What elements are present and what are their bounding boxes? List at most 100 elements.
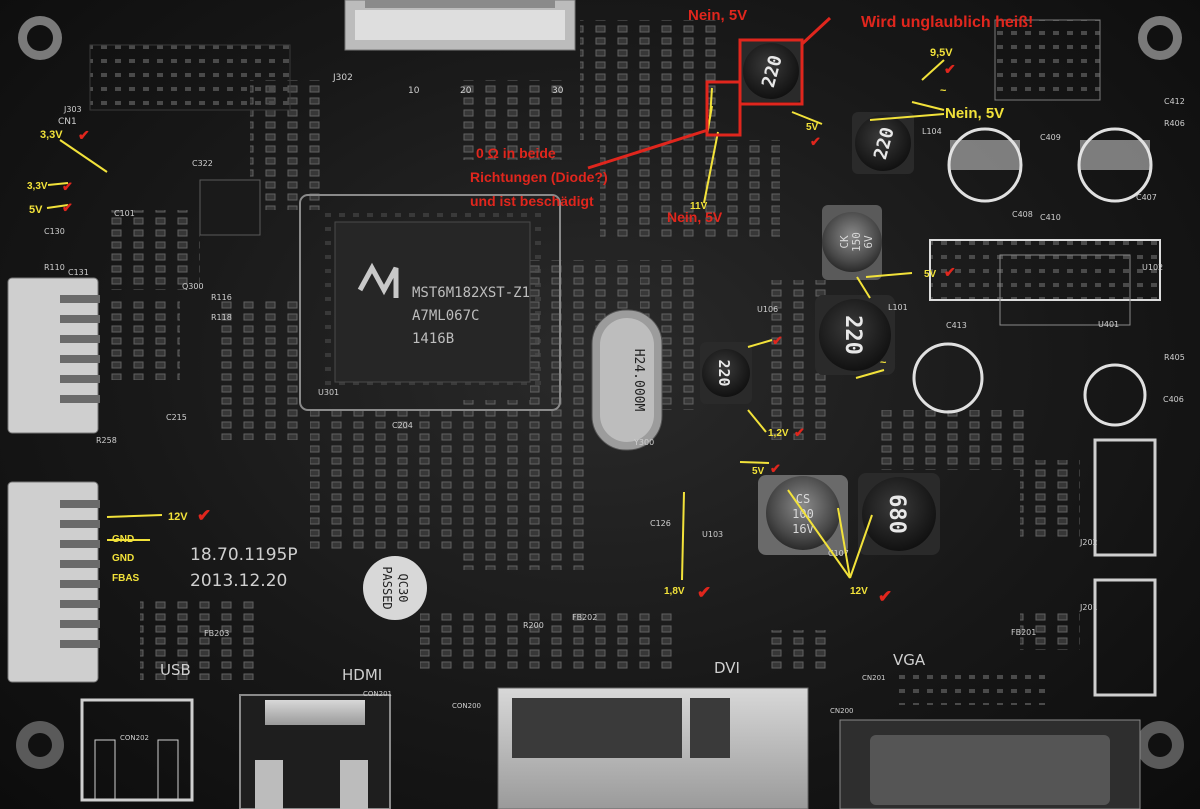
svg-text:L104: L104 [922,127,942,136]
inductor-right: 220 [852,112,914,174]
svg-text:CN200: CN200 [830,707,854,715]
label-nein-5v-right: Nein, 5V [945,105,1004,122]
inductor-mid: 220 [815,295,895,375]
svg-text:J202: J202 [1079,538,1098,547]
label-5v-a: 5V [29,204,43,216]
model-line: 18.70.1195P [190,545,298,565]
cap-ck: CK 150 6V [822,205,882,280]
svg-text:6V: 6V [862,235,875,249]
label-3v3-b: 3,3V [27,181,48,192]
label-nein-5v-top: Nein, 5V [688,7,747,24]
svg-text:C408: C408 [1012,210,1033,219]
main-ic-line1: MST6M182XST-Z1 [412,285,530,301]
svg-text:R406: R406 [1164,119,1185,128]
left-connector-2 [7,481,100,683]
label-3v3-a: 3,3V [40,129,63,141]
silkscreen: 18.70.1195P 2013.12.20 USB HDMI DVI VGA … [44,73,1185,742]
crystal-label: H24.000M [631,349,646,412]
svg-text:10: 10 [408,86,420,96]
svg-text:✔: ✔ [944,264,956,280]
svg-text:Y300: Y300 [633,438,654,447]
svg-text:✔: ✔ [62,200,73,215]
svg-text:CS: CS [796,492,810,506]
svg-text:C407: C407 [1136,193,1157,202]
svg-text:R110: R110 [44,263,65,272]
usb-port [80,698,194,802]
svg-text:C101: C101 [114,209,135,218]
qc-sticker: QC30 PASSED [363,556,427,620]
svg-text:CN1: CN1 [58,117,77,127]
main-ic: MST6M182XST-Z1 A7ML067C 1416B [299,194,561,411]
svg-text:PASSED: PASSED [380,566,394,609]
svg-text:220: 220 [715,359,733,386]
svg-text:C409: C409 [1040,133,1061,142]
top-connector [344,0,576,51]
cap-cs: CS 100 16V [758,475,848,555]
svg-text:C107: C107 [828,549,849,558]
svg-text:C322: C322 [192,159,213,168]
svg-text:QC30: QC30 [396,574,410,603]
svg-text:C126: C126 [650,519,671,528]
svg-text:100: 100 [792,507,814,521]
svg-text:✔: ✔ [697,583,711,602]
svg-text:680: 680 [884,494,909,534]
svg-text:U103: U103 [702,530,723,539]
svg-text:J201: J201 [1079,603,1098,612]
right-connectors [1093,438,1157,697]
label-9v5: 9,5V [930,47,953,59]
label-tilde-b: ~ [880,357,887,369]
label-hdmi: HDMI [342,666,382,684]
svg-text:U301: U301 [318,388,339,397]
label-diode-1: 0 Ω in beide [476,145,556,161]
label-dvi: DVI [714,659,740,677]
label-gnd-a: GND [112,534,134,545]
cap-footprints [912,127,1153,427]
svg-text:CON201: CON201 [363,690,392,698]
svg-text:16V: 16V [792,522,814,536]
svg-text:FB202: FB202 [572,613,597,622]
label-diode-2: Richtungen (Diode?) [470,169,608,185]
svg-text:✔: ✔ [794,425,805,440]
label-nein-5v-mid: Nein, 5V [667,209,723,225]
label-12v-c: 12V [850,586,868,597]
svg-text:C204: C204 [392,421,413,430]
svg-text:J302: J302 [332,73,353,83]
svg-text:C410: C410 [1040,213,1061,222]
label-12v-a: 12V [168,511,188,523]
svg-text:R200: R200 [523,621,544,630]
hdmi-port [239,694,391,809]
svg-text:R118: R118 [211,313,232,322]
annotation-boxes [587,16,832,170]
svg-text:R258: R258 [96,436,117,445]
svg-text:✔: ✔ [810,134,821,149]
inductor-bottom: 680 [858,473,940,555]
left-connector-1 [7,277,100,434]
inductor-top: 220 [740,40,802,102]
svg-text:FB201: FB201 [1011,628,1036,637]
vga-port [839,675,1141,809]
mounting-holes [16,16,1184,769]
svg-text:U401: U401 [1098,320,1119,329]
label-vga: VGA [893,651,926,669]
label-5v-b: 5V [806,122,819,133]
date-line: 2013.12.20 [190,571,287,591]
top-right-header [994,19,1101,101]
svg-text:C413: C413 [946,321,967,330]
svg-text:U106: U106 [757,305,778,314]
label-hot: Wird unglaublich heiß! [861,14,1033,31]
label-tilde-a: ~ [940,85,947,97]
label-fbas: FBAS [112,573,140,584]
svg-text:✔: ✔ [78,127,90,143]
svg-text:✔: ✔ [62,179,73,194]
svg-text:✔: ✔ [772,333,783,348]
label-diode-3: und ist beschädigt [470,193,594,209]
svg-text:20: 20 [460,86,472,96]
svg-text:U102: U102 [1142,263,1163,272]
label-5v-c: 5V [924,269,937,280]
label-gnd-b: GND [112,553,134,564]
svg-text:C406: C406 [1163,395,1184,404]
dip-footprint [929,239,1161,301]
svg-text:C130: C130 [44,227,65,236]
